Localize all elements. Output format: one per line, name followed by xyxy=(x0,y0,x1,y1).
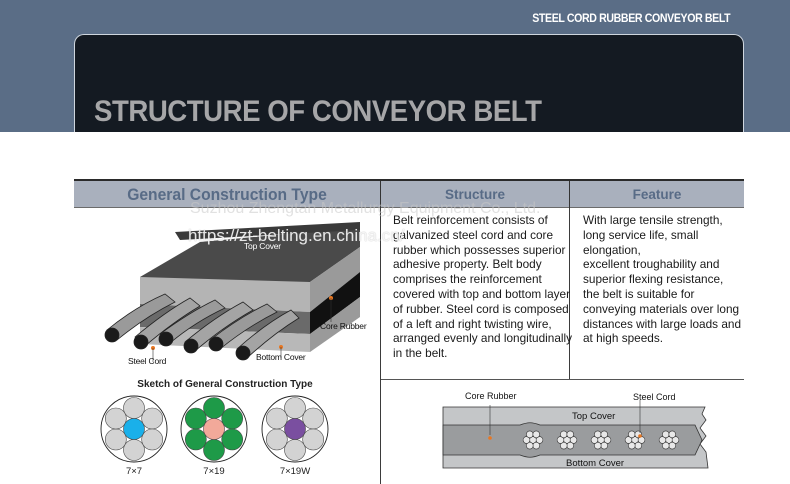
wire xyxy=(560,430,568,439)
steel-cord-section xyxy=(590,430,612,450)
outer-wire xyxy=(185,407,207,430)
sketch-label-7x19: 7×19 xyxy=(203,466,225,477)
label-core-rubber: Core Rubber xyxy=(320,321,367,331)
page-title: STRUCTURE OF CONVEYOR BELT xyxy=(94,95,542,128)
steel-cord-section xyxy=(556,430,578,450)
row-divider xyxy=(381,379,744,380)
wire xyxy=(566,430,574,439)
wire xyxy=(628,430,636,439)
xs-label-core-rubber: Core Rubber xyxy=(465,391,517,401)
wire xyxy=(560,441,568,450)
feature-line: conveying materials over long xyxy=(583,301,740,316)
steel-cord-section xyxy=(658,430,680,450)
outer-wire xyxy=(266,407,288,430)
outer-wire xyxy=(221,407,243,430)
wire xyxy=(634,441,642,450)
core-wire xyxy=(203,418,225,440)
outer-wire xyxy=(266,428,288,451)
feature-line: distances with large loads and xyxy=(583,316,742,331)
core-wire xyxy=(284,418,306,440)
xs-label-bottom-cover: Bottom Cover xyxy=(566,458,625,469)
outer-wire xyxy=(203,439,225,461)
wire xyxy=(526,441,534,450)
table-header: General Construction Type Structure Feat… xyxy=(74,179,744,208)
wire xyxy=(590,436,599,444)
header-general-construction: General Construction Type xyxy=(127,185,327,204)
outer-wire xyxy=(203,397,225,419)
feature-description: With large tensile strength, long servic… xyxy=(583,213,753,346)
wire xyxy=(658,436,667,444)
label-top-cover: Top Cover xyxy=(244,241,281,251)
steel-cord-section xyxy=(624,430,646,450)
wire xyxy=(594,441,602,450)
column-divider xyxy=(569,208,570,380)
outer-wire xyxy=(284,439,306,461)
belt-3d-diagram xyxy=(104,222,360,362)
wire xyxy=(668,441,676,450)
outer-wire xyxy=(141,428,163,451)
strand-sketch xyxy=(180,395,248,463)
outer-wire xyxy=(141,407,163,430)
outer-wire xyxy=(105,428,127,451)
title-panel: STRUCTURE OF CONVEYOR BELT xyxy=(74,34,744,144)
wire xyxy=(628,441,636,450)
wire xyxy=(532,430,540,439)
wire xyxy=(671,436,680,444)
feature-line: excellent troughability and xyxy=(583,257,720,272)
outer-wire xyxy=(123,439,145,461)
xs-steel-cord-marker xyxy=(638,434,642,438)
strand-sketch xyxy=(261,395,329,463)
wire xyxy=(662,441,670,450)
wire xyxy=(569,436,578,444)
steel-cord-section xyxy=(522,430,544,450)
wire xyxy=(594,430,602,439)
structure-description: Belt reinforcement consists of galvanize… xyxy=(393,213,573,361)
outer-wire xyxy=(105,407,127,430)
sketch-label-7x19w: 7×19W xyxy=(279,466,311,477)
cross-section-diagram xyxy=(442,400,709,469)
wire xyxy=(603,436,612,444)
feature-line: the belt is suitable for xyxy=(583,286,695,301)
header-structure: Structure xyxy=(380,181,569,208)
outer-wire xyxy=(221,428,243,451)
wire xyxy=(668,430,676,439)
wire xyxy=(624,436,633,444)
series-title: STEEL CORD RUBBER CONVEYOR BELT xyxy=(531,13,730,25)
feature-line: superior flexing resistance, xyxy=(583,272,724,287)
wire xyxy=(532,441,540,450)
wire xyxy=(600,430,608,439)
strand-sketch xyxy=(100,395,168,463)
feature-line: With large tensile strength, xyxy=(583,213,723,227)
outer-wire xyxy=(302,407,324,430)
wire xyxy=(522,436,531,444)
xs-label-top-cover: Top Cover xyxy=(572,411,616,422)
sketch-diagrams xyxy=(100,395,329,463)
feature-line: elongation, xyxy=(583,242,641,257)
wire xyxy=(535,436,544,444)
wire xyxy=(556,436,565,444)
feature-line: long service life, small xyxy=(583,227,699,242)
feature-line: at high speeds. xyxy=(583,331,664,346)
column-divider xyxy=(380,208,381,484)
header-feature: Feature xyxy=(569,181,744,208)
wire xyxy=(566,441,574,450)
outer-wire xyxy=(302,428,324,451)
wire xyxy=(662,430,670,439)
xs-core-rubber-marker xyxy=(488,436,492,440)
steel-cords xyxy=(104,293,300,361)
wire xyxy=(600,441,608,450)
outer-wire xyxy=(185,428,207,451)
outer-wire xyxy=(284,397,306,419)
wire xyxy=(526,430,534,439)
sketch-title: Sketch of General Construction Type xyxy=(137,379,313,390)
label-steel-cord: Steel Cord xyxy=(128,356,167,366)
outer-wire xyxy=(123,397,145,419)
core-wire xyxy=(123,418,145,440)
label-bottom-cover: Bottom Cover xyxy=(256,352,306,362)
xs-label-steel-cord: Steel Cord xyxy=(633,392,676,402)
sketch-label-7x7: 7×7 xyxy=(125,466,143,477)
